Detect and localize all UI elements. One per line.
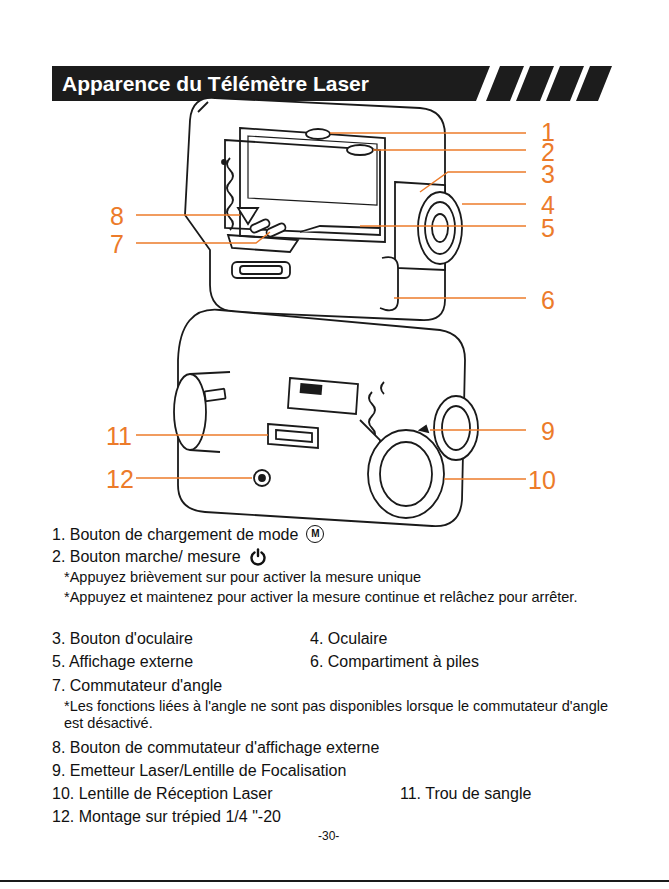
callout-number: 7: [110, 232, 124, 257]
callout-number: 4: [541, 193, 555, 218]
list-item: 12. Montage sur trépied 1/4 "-20: [52, 807, 281, 826]
note: *Appuyez et maintenez pour activer la me…: [64, 589, 609, 606]
callout-number: 8: [110, 204, 124, 229]
note: *Appuyez brièvement sur pour activer la …: [64, 569, 421, 586]
callout-number: 5: [541, 216, 555, 241]
callout-number: 10: [528, 468, 556, 493]
power-icon: [249, 548, 267, 566]
page-title: Apparence du Télémètre Laser: [62, 71, 369, 96]
stripe: [576, 66, 612, 101]
callout-number: 12: [106, 467, 134, 492]
page-number: -30-: [318, 829, 339, 843]
list-item: 9. Emetteur Laser/Lentille de Focalisati…: [52, 761, 346, 780]
leader-lines: [136, 133, 526, 479]
list-item: 8. Bouton de commutateur d'affichage ext…: [52, 738, 379, 757]
rangefinder-top-view: [185, 98, 462, 320]
note: *Les fonctions liées à l'angle ne sont p…: [64, 698, 624, 733]
callout-number: 11: [106, 424, 132, 449]
callout-number: 3: [541, 162, 555, 187]
callout-number: 6: [541, 288, 555, 313]
list-item: 11. Trou de sangle: [400, 784, 531, 803]
footer-rule: [0, 880, 669, 882]
list-item: 2. Bouton marche/ mesure: [52, 547, 241, 566]
list-item: 10. Lentille de Réception Laser: [52, 784, 273, 803]
list-item: 1. Bouton de chargement de mode: [52, 525, 298, 544]
list-item: 3. Bouton d'oculaire: [52, 629, 193, 648]
list-item: 7. Commutateur d'angle: [52, 676, 222, 695]
rangefinder-bottom-view: [174, 310, 478, 526]
mode-icon: M: [306, 525, 324, 543]
list-item: 6. Compartiment à piles: [310, 652, 479, 671]
title-band: [52, 66, 490, 101]
list-item: 5. Affichage externe: [52, 652, 193, 671]
list-item: 4. Oculaire: [310, 629, 387, 648]
callout-number: 9: [541, 419, 555, 444]
